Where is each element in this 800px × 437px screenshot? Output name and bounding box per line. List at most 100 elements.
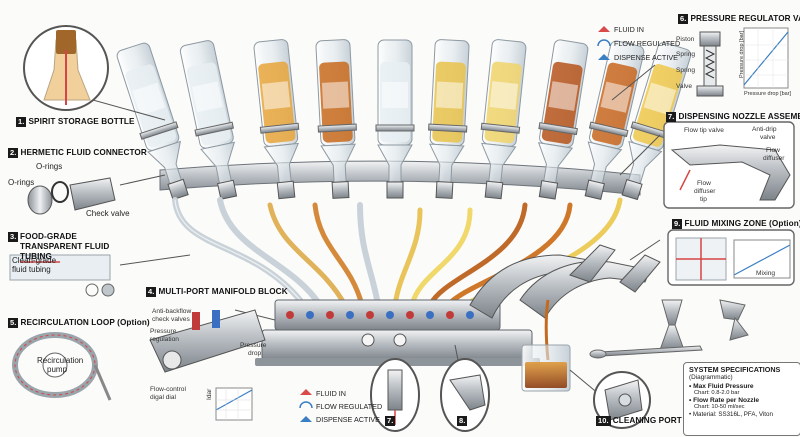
- legend-item: FLUID IN: [614, 25, 680, 34]
- title-hermetic-fluid-connector: 2. HERMETIC FLUID CONNECTOR: [8, 148, 147, 158]
- bottle-connector: [485, 181, 503, 199]
- title-text: DISPENSING NOZZLE ASSEMBLY: [678, 112, 800, 122]
- spec-max-pressure: • Max Fluid Pressure: [689, 383, 795, 391]
- bottle-connector: [332, 182, 349, 199]
- bottle-connector: [585, 180, 604, 199]
- title-text: CLEANING PORT: [613, 416, 682, 426]
- title-number: 3.: [8, 232, 18, 242]
- legend-item: FLOW REGULATED: [316, 402, 382, 411]
- label-digal-dial: digal dial: [150, 394, 176, 402]
- glass-with-spirit: [522, 300, 570, 391]
- title-number: 4.: [146, 287, 156, 297]
- label-diffuser: diffuser: [763, 155, 785, 163]
- bottle-clamp: [429, 124, 467, 132]
- title-text: MULTI-PORT MANIFOLD BLOCK: [158, 287, 287, 297]
- label-recirculation: Recirculation: [37, 356, 83, 365]
- bottle-connector: [387, 182, 403, 198]
- title-number: 2.: [8, 148, 18, 158]
- title-pressure-regulator-valve: 6. PRESSURE REGULATOR VALVE: [678, 14, 800, 24]
- legend-text: DISPENSE ACTIVE: [614, 53, 678, 62]
- label-flow-tip-valve: Flow tip valve: [684, 127, 724, 135]
- label-check-valves: check valves: [152, 316, 190, 324]
- legend-bottom-icons: [300, 389, 312, 422]
- label-anti-backflow: Anti-backflow: [152, 308, 191, 316]
- bottle-connector: [218, 180, 237, 199]
- bottle-label-band: [548, 81, 578, 111]
- label-valve: Valve: [676, 83, 692, 91]
- title-number: 7.: [666, 112, 676, 122]
- marker-7: 7.: [385, 416, 395, 426]
- label-anti-drip: Anti-drip: [752, 126, 777, 134]
- title-text: HERMETIC FLUID CONNECTOR: [20, 148, 146, 158]
- label-pressure-drop: Pressure: [240, 342, 266, 350]
- label-anti-drip-valve: valve: [760, 134, 775, 142]
- bottle-label-band: [322, 81, 349, 108]
- legend-top: FLUID IN FLOW REGULATED DISPENSE ACTIVE: [614, 25, 680, 62]
- title-dispensing-nozzle: 7. DISPENSING NOZZLE ASSEMBLY: [666, 112, 800, 122]
- bottle-connector: [277, 181, 295, 199]
- label-o-rings: O-rings: [36, 162, 62, 171]
- label-o-rings: O-rings: [8, 178, 34, 187]
- dispensing-nozzles: [470, 245, 660, 318]
- system-specifications-box: SYSTEM SPECIFICATIONS (Diagrammatic) • M…: [683, 362, 800, 436]
- mixing-zone-detail: [668, 230, 794, 285]
- label-idar: Idar: [206, 389, 214, 400]
- bottle-label-band: [382, 82, 408, 108]
- label-reg-axis-x: Pressure drop [bar]: [744, 91, 791, 99]
- regulator-chart: [744, 28, 788, 88]
- title-text: PRESSURE REGULATOR VALVE: [690, 14, 800, 24]
- label-spring: Spring: [676, 67, 695, 75]
- regulator-valve: [697, 32, 723, 96]
- title-text: SPIRIT STORAGE BOTTLE: [28, 117, 134, 127]
- legend-text: DISPENSE ACTIVE: [316, 415, 380, 424]
- label-pressure: Pressure: [150, 328, 176, 336]
- marker-number: 7.: [385, 416, 395, 426]
- title-number: 9.: [672, 219, 682, 229]
- label-flow: Flow: [766, 147, 780, 155]
- label-fluid-tubing: fluid tubing: [12, 265, 51, 274]
- marker-number: 8.: [457, 416, 467, 426]
- label-tip: tip: [700, 196, 707, 204]
- label-check-valve: Check valve: [86, 209, 130, 218]
- bottle-clamp: [376, 125, 414, 131]
- title-cleaning-port: 10. CLEANING PORT: [596, 416, 682, 426]
- label-drop: drop: [248, 350, 261, 358]
- label-flow-tip: Flow: [697, 180, 711, 188]
- bottle-label-band: [436, 81, 463, 108]
- pressure-drop-chart: [216, 388, 252, 420]
- spec-flow-rate: • Flow Rate per Nozzle: [689, 397, 795, 405]
- legend-text: FLOW REGULATED: [316, 402, 382, 411]
- title-text: FLUID MIXING ZONE (Option): [684, 219, 800, 229]
- title-fluid-mixing-zone: 9. FLUID MIXING ZONE (Option): [672, 219, 800, 229]
- bottle-connector: [436, 182, 453, 199]
- title-number: 1.: [16, 117, 26, 127]
- title-number: 10.: [596, 416, 611, 426]
- bar-tools: [590, 300, 748, 358]
- legend-bottom: FLUID IN FLOW REGULATED DISPENSE ACTIVE: [316, 389, 382, 424]
- label-regulation: regulation: [150, 336, 179, 344]
- legend-item: DISPENSE ACTIVE: [316, 415, 382, 424]
- title-recirculation-loop: 5. RECIRCULATION LOOP (Option): [8, 318, 150, 328]
- label-flow-control: Flow-control: [150, 386, 186, 394]
- manifold-block: [255, 300, 540, 366]
- label-clean-grade: Clean-grade: [12, 256, 56, 265]
- title-text: RECIRCULATION LOOP (Option): [20, 318, 149, 328]
- legend-item: FLOW REGULATED: [614, 39, 680, 48]
- spec-material: • Material: SS316L, PFA, Viton: [689, 411, 795, 419]
- label-diffuser-tip: diffuser: [694, 188, 716, 196]
- title-multi-port-manifold: 4. MULTI-PORT MANIFOLD BLOCK: [146, 287, 288, 297]
- marker-8: 8.: [457, 416, 467, 426]
- title-number: 5.: [8, 318, 18, 328]
- label-reg-axis-y: Pressure drop [bar]: [739, 31, 747, 78]
- legend-text: FLUID IN: [316, 389, 346, 398]
- bottle-label-band: [490, 81, 519, 110]
- label-mixing: Mixing: [756, 270, 775, 278]
- bottle-neck-detail: [24, 26, 108, 110]
- bottle-label-band: [262, 81, 291, 110]
- label-pump: pump: [47, 365, 67, 374]
- legend-item: FLUID IN: [316, 389, 382, 398]
- title-number: 6.: [678, 14, 688, 24]
- legend-text: FLUID IN: [614, 25, 644, 34]
- legend-text: FLOW REGULATED: [614, 39, 680, 48]
